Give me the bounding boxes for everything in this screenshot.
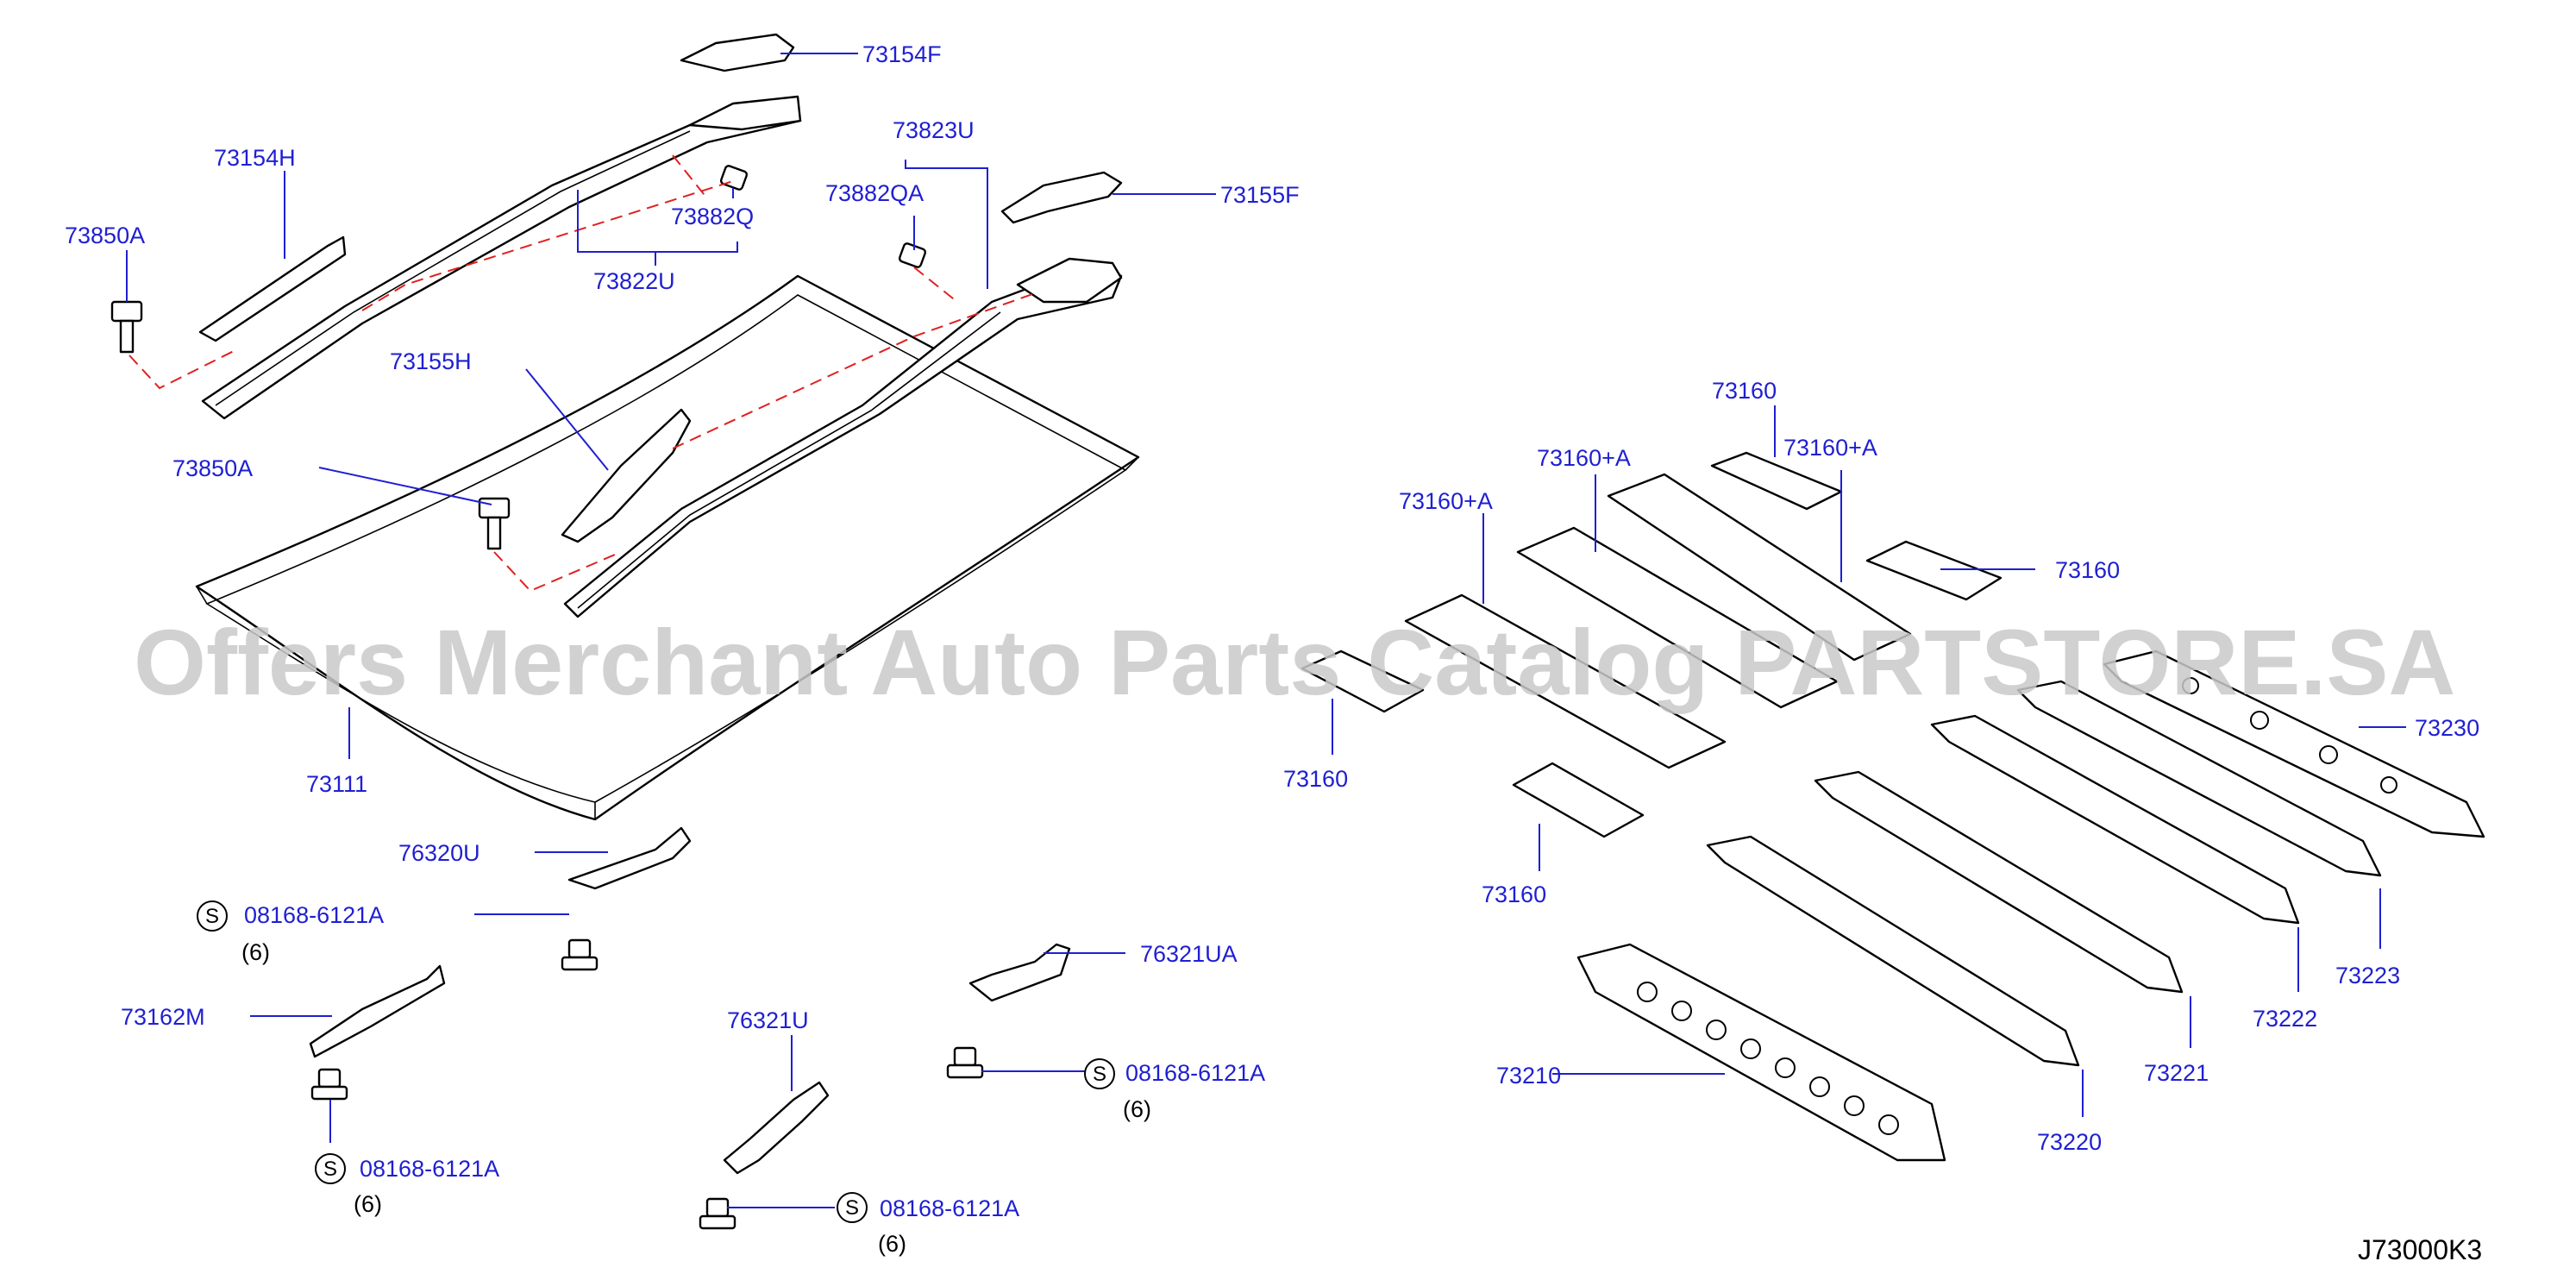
screw-marker-s-1: S xyxy=(205,905,219,928)
bracket-76321UA[interactable] xyxy=(968,943,1071,1002)
label-73160-left[interactable]: 73160 xyxy=(1283,766,1348,792)
screw-marker-s-3: S xyxy=(1093,1063,1106,1086)
quantities: (6) (6) (6) (6) xyxy=(241,939,1151,1257)
label-08168-6121A-4[interactable]: 08168-6121A xyxy=(880,1195,1019,1221)
pad-73160-left[interactable] xyxy=(1301,649,1425,713)
label-73220[interactable]: 73220 xyxy=(2037,1129,2102,1155)
end-cover-73154F[interactable] xyxy=(680,33,795,72)
end-cover-73154H[interactable] xyxy=(198,235,347,342)
roof-bow-73223[interactable] xyxy=(2016,680,2382,877)
roof-rail-left[interactable] xyxy=(201,95,802,420)
clip-73882QA[interactable] xyxy=(898,242,927,268)
leader-lines xyxy=(126,53,2406,1208)
label-73160-bottom[interactable]: 73160 xyxy=(1482,882,1546,907)
roof-bow-73221[interactable] xyxy=(1814,770,2184,994)
label-73210[interactable]: 73210 xyxy=(1496,1063,1561,1089)
qty-4: (6) xyxy=(878,1231,906,1257)
pad-73160A-3[interactable] xyxy=(1607,473,1912,662)
label-73882QA[interactable]: 73882QA xyxy=(825,180,924,206)
pad-73160-bottom[interactable] xyxy=(1512,762,1645,838)
diagram-code: J73000K3 xyxy=(2358,1234,2482,1265)
qty-3: (6) xyxy=(1123,1096,1151,1122)
pad-73160-right[interactable] xyxy=(1865,540,2003,601)
label-73160A-1[interactable]: 73160+A xyxy=(1399,488,1493,514)
screw-marker-s-4: S xyxy=(845,1196,859,1220)
label-08168-6121A-1[interactable]: 08168-6121A xyxy=(244,902,384,928)
pad-73160A-1[interactable] xyxy=(1404,593,1727,769)
label-73155H[interactable]: 73155H xyxy=(390,348,472,374)
label-73154F[interactable]: 73154F xyxy=(862,41,942,67)
roof-bow-73220[interactable] xyxy=(1706,835,2080,1067)
label-73822U[interactable]: 73822U xyxy=(593,268,675,294)
label-73154H[interactable]: 73154H xyxy=(214,145,296,171)
label-73111[interactable]: 73111 xyxy=(306,771,367,797)
bolt-08168-6121A-2[interactable] xyxy=(310,1068,348,1101)
label-08168-6121A-2[interactable]: 08168-6121A xyxy=(360,1156,499,1182)
label-73222[interactable]: 73222 xyxy=(2253,1006,2317,1032)
part-labels: 73154F 73823U 73155F 73154H 73882QA 7385… xyxy=(65,41,2479,1221)
label-73850A-mid[interactable]: 73850A xyxy=(172,455,253,481)
screw-markers xyxy=(197,900,1115,1223)
label-73160A-2[interactable]: 73160+A xyxy=(1537,445,1631,471)
label-73162M[interactable]: 73162M xyxy=(121,1004,205,1030)
label-73155F[interactable]: 73155F xyxy=(1220,182,1300,208)
end-cover-73155F[interactable] xyxy=(1000,171,1123,224)
label-73823U[interactable]: 73823U xyxy=(893,117,975,143)
bolt-73850A-top[interactable] xyxy=(110,300,143,354)
roof-bow-73230[interactable] xyxy=(2103,649,2485,838)
alignment-dashes xyxy=(128,154,1036,593)
end-cover-73155H[interactable] xyxy=(561,408,692,543)
bracket-73162M[interactable] xyxy=(309,964,446,1058)
pad-73160-top[interactable] xyxy=(1710,451,1843,511)
label-73160-right[interactable]: 73160 xyxy=(2055,557,2120,583)
bracket-76320U[interactable] xyxy=(567,826,692,890)
label-73882Q[interactable]: 73882Q xyxy=(671,204,754,229)
bolt-08168-6121A-1[interactable] xyxy=(561,938,599,971)
bolt-08168-6121A-3[interactable] xyxy=(946,1046,984,1079)
label-76321UA[interactable]: 76321UA xyxy=(1140,941,1238,967)
roof-bow-73210[interactable] xyxy=(1576,943,1946,1162)
label-76320U[interactable]: 76320U xyxy=(398,840,480,866)
label-76321U[interactable]: 76321U xyxy=(727,1007,809,1033)
label-73850A-top[interactable]: 73850A xyxy=(65,223,145,248)
screw-marker-s-2: S xyxy=(323,1158,337,1181)
pad-73160A-2[interactable] xyxy=(1516,526,1839,709)
label-73230[interactable]: 73230 xyxy=(2415,715,2479,741)
bracket-76321U[interactable] xyxy=(723,1081,830,1175)
watermark-text: Offers Merchant Auto Parts Catalog PARTS… xyxy=(134,610,2455,714)
label-73223[interactable]: 73223 xyxy=(2335,963,2400,988)
roof-rail-right[interactable] xyxy=(563,257,1123,618)
label-73221[interactable]: 73221 xyxy=(2144,1060,2209,1086)
label-08168-6121A-3[interactable]: 08168-6121A xyxy=(1125,1060,1265,1086)
screw-marker-letters: S S S S xyxy=(205,905,1106,1220)
qty-2: (6) xyxy=(354,1191,382,1217)
label-73160A-3[interactable]: 73160+A xyxy=(1783,435,1877,461)
label-73160-top[interactable]: 73160 xyxy=(1712,378,1777,404)
roof-bow-73222[interactable] xyxy=(1930,714,2300,925)
bolt-08168-6121A-4[interactable] xyxy=(699,1197,736,1230)
roof-panel-73111[interactable] xyxy=(195,274,1140,821)
qty-1: (6) xyxy=(241,939,270,965)
clip-73882Q[interactable] xyxy=(719,165,749,191)
